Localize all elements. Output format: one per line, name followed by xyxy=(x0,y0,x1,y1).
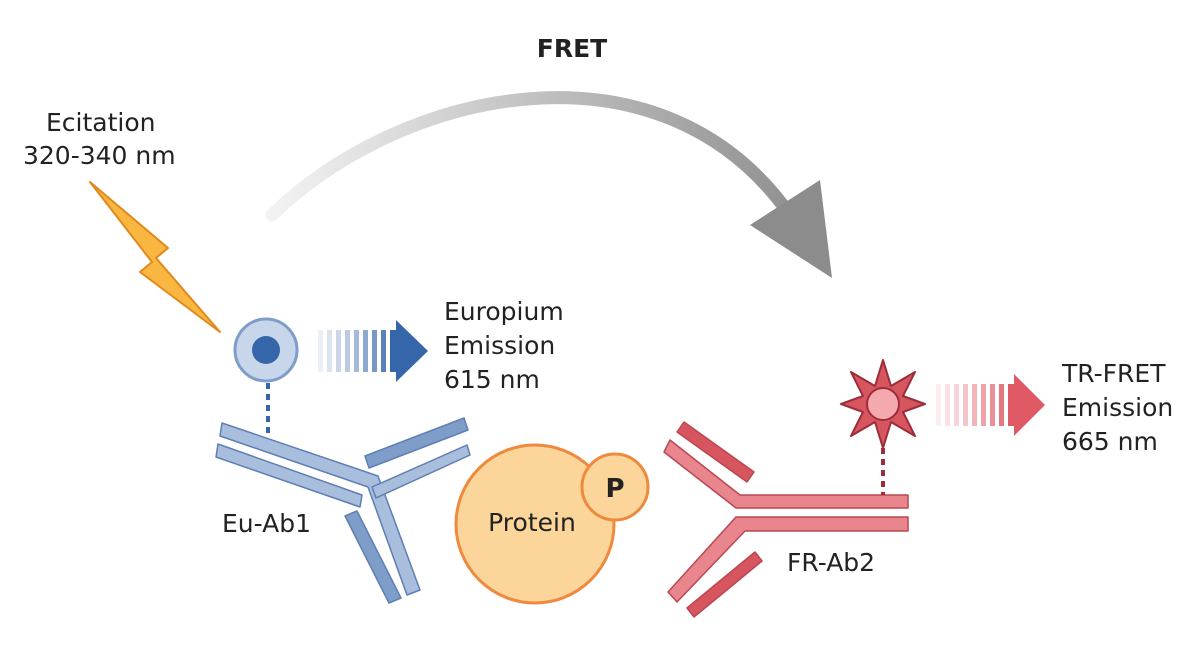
europium-emission-arrow xyxy=(318,320,428,382)
fret-title: FRET xyxy=(537,34,607,63)
europium-label-line3: 615 nm xyxy=(444,365,540,394)
trfret-label-line1: TR-FRET xyxy=(1061,359,1166,388)
europium-donor xyxy=(233,317,299,436)
excitation-label-line2: 320-340 nm xyxy=(23,141,176,170)
eu-antibody xyxy=(215,417,471,604)
protein-label: Protein xyxy=(488,508,576,537)
fr-antibody xyxy=(663,421,909,618)
acceptor-star xyxy=(840,359,926,495)
excitation-label-line1: Ecitation xyxy=(46,108,156,137)
fr-ab-label: FR-Ab2 xyxy=(787,548,875,577)
protein xyxy=(454,443,650,605)
trfret-emission-arrow xyxy=(936,374,1045,436)
lightning-icon xyxy=(89,181,221,333)
europium-label-line2: Emission xyxy=(444,331,555,360)
phospho-group xyxy=(580,452,650,522)
eu-ab-label: Eu-Ab1 xyxy=(222,509,311,538)
europium-label-line1: Europium xyxy=(444,297,564,326)
fret-arrow xyxy=(265,91,832,278)
trfret-label-line3: 665 nm xyxy=(1062,427,1158,456)
trfret-label-line2: Emission xyxy=(1062,393,1173,422)
phospho-label: P xyxy=(605,474,624,504)
